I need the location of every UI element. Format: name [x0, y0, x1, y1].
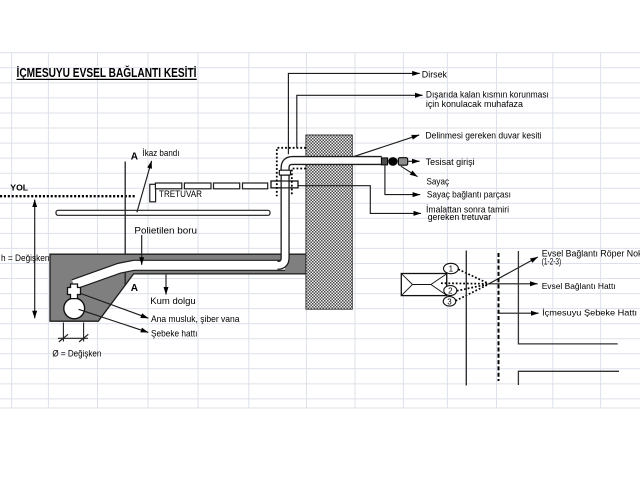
svg-text:İkaz bandı: İkaz bandı: [143, 148, 180, 158]
svg-text:A: A: [131, 283, 138, 294]
svg-text:A: A: [131, 151, 138, 162]
svg-text:Tesisat girişi: Tesisat girişi: [426, 157, 475, 167]
svg-text:Evsel Bağlantı Röper Noktaları: Evsel Bağlantı Röper Noktaları: [542, 249, 640, 259]
svg-text:Evsel Bağlantı Hattı: Evsel Bağlantı Hattı: [542, 281, 616, 291]
svg-text:İmalattan sonra tamiri: İmalattan sonra tamiri: [426, 205, 509, 215]
svg-text:h = Değişken: h = Değişken: [1, 253, 50, 263]
svg-text:Ø = Değişken: Ø = Değişken: [52, 348, 101, 358]
svg-text:YOL: YOL: [10, 182, 28, 192]
svg-text:İÇMESUYU EVSEL BAĞLANTI KESİTİ: İÇMESUYU EVSEL BAĞLANTI KESİTİ: [17, 65, 197, 80]
svg-text:İçmesuyu Şebeke Hattı: İçmesuyu Şebeke Hattı: [542, 308, 637, 318]
svg-text:Polietilen boru: Polietilen boru: [134, 225, 197, 235]
svg-text:Dirsek: Dirsek: [422, 70, 448, 80]
svg-text:TRETUVAR: TRETUVAR: [159, 189, 202, 199]
svg-text:Sayaç bağlantı parçası: Sayaç bağlantı parçası: [427, 190, 511, 200]
svg-text:(1-2-3): (1-2-3): [542, 257, 562, 267]
svg-text:gereken tretuvar: gereken tretuvar: [428, 212, 492, 222]
svg-text:1: 1: [449, 265, 454, 274]
svg-text:2: 2: [448, 287, 453, 296]
svg-text:Şebeke hattı: Şebeke hattı: [151, 328, 198, 338]
svg-text:Ana musluk, şiber vana: Ana musluk, şiber vana: [151, 314, 240, 324]
svg-text:Delinmesi gereken duvar kesiti: Delinmesi gereken duvar kesiti: [426, 130, 542, 140]
svg-text:için konulacak muhafaza: için konulacak muhafaza: [426, 99, 523, 109]
svg-text:Sayaç: Sayaç: [427, 176, 450, 186]
svg-text:3: 3: [447, 297, 452, 306]
svg-text:Dışarıda kalan kısmın korunmas: Dışarıda kalan kısmın korunması: [426, 89, 549, 99]
svg-text:Kum dolgu: Kum dolgu: [150, 296, 195, 307]
